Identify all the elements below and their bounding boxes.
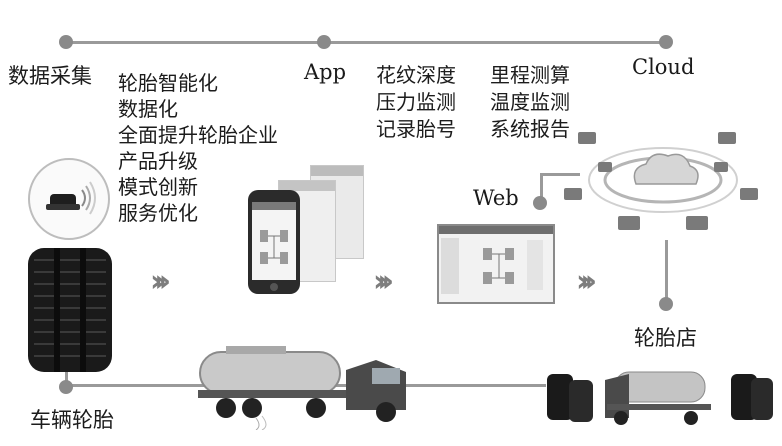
label-data-collection: 数据采集 (8, 60, 92, 90)
tire-store-illustration (545, 360, 777, 440)
label-web: Web (473, 186, 519, 210)
smartphone-icon (248, 190, 300, 294)
benefit-item: 产品升级 (118, 148, 278, 174)
cloud-to-store-line (665, 240, 668, 302)
flow-arrow-1: ››› (150, 264, 163, 299)
node-data-collection (59, 35, 73, 49)
tanker-truck-icon (196, 330, 416, 430)
node-vehicle-tire (59, 380, 73, 394)
benefit-item: 全面提升轮胎企业 (118, 122, 278, 148)
label-cloud: Cloud (632, 55, 694, 79)
node-web (533, 196, 547, 210)
node-tire-store (659, 297, 673, 311)
feature-item: 压力监测 (376, 89, 456, 116)
label-app: App (304, 60, 346, 84)
features-col1: 花纹深度 压力监测 记录胎号 (376, 62, 456, 143)
top-connector-line (66, 41, 666, 44)
label-tire-store: 轮胎店 (634, 322, 697, 352)
flow-arrow-2: ››› (373, 264, 386, 299)
feature-item: 花纹深度 (376, 62, 456, 89)
cloud-network-illustration (558, 118, 768, 248)
web-dashboard (437, 224, 555, 304)
label-vehicle-tire: 车辆轮胎 (30, 404, 114, 434)
tire-sensor-icon (30, 160, 108, 238)
phone-screen (252, 202, 296, 280)
node-app (317, 35, 331, 49)
sensor-circle (28, 158, 110, 240)
benefit-item: 数据化 (118, 96, 278, 122)
feature-item: 里程测算 (490, 62, 570, 89)
node-cloud (659, 35, 673, 49)
feature-item: 记录胎号 (376, 116, 456, 143)
flow-arrow-3: ››› (576, 264, 589, 299)
tire-icon (24, 246, 116, 374)
feature-item: 温度监测 (490, 89, 570, 116)
benefit-item: 轮胎智能化 (118, 70, 278, 96)
